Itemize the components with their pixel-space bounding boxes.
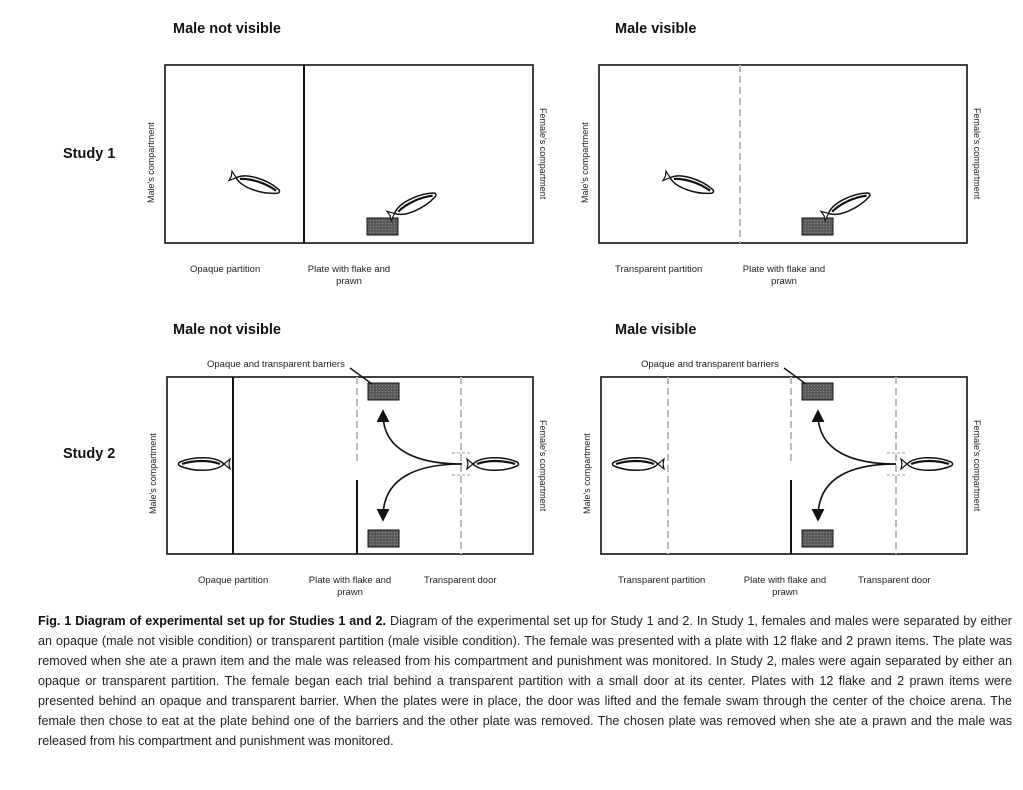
male-compartment-label: Male's compartment: [146, 122, 156, 203]
plate-icon-bottom: [367, 529, 400, 548]
plate-icon: [366, 217, 399, 236]
study2-panel-male-not-visible: Male's compartment Female's compartment …: [148, 359, 548, 598]
transparent-door-label: Transparent door: [424, 575, 497, 586]
caption-body: Diagram of the experimental set up for S…: [38, 614, 1012, 748]
transparent-partition-label: Transparent partition: [618, 575, 705, 586]
barrier-pointer-line: [783, 367, 807, 385]
tank-outline: [598, 64, 968, 244]
heading-study2-male-visible: Male visible: [615, 322, 696, 338]
female-fish-icon: [465, 456, 520, 472]
transparent-door-label: Transparent door: [858, 575, 931, 586]
plate-icon-top: [801, 382, 834, 401]
plate-icon-bottom: [801, 529, 834, 548]
tank-outline: [164, 64, 534, 244]
study1-panel-male-visible: Male's compartment Female's compartment …: [580, 64, 982, 287]
choice-arrow-up: [376, 409, 463, 465]
choice-arrow-down: [811, 463, 897, 522]
experimental-setup-diagram: Male not visible Male visible Male not v…: [63, 21, 982, 598]
barriers-label: Opaque and transparent barriers: [641, 359, 779, 370]
tank-outline: [600, 376, 968, 555]
male-compartment-label: Male's compartment: [580, 122, 590, 203]
barrier-pointer-line: [349, 367, 373, 385]
choice-arrow-down: [376, 463, 463, 522]
plate-label-line2: prawn: [772, 587, 798, 598]
female-compartment-label: Female's compartment: [538, 420, 548, 512]
transparent-partition-label: Transparent partition: [615, 264, 702, 275]
male-fish-icon: [661, 168, 717, 199]
study2-label: Study 2: [63, 446, 115, 462]
barriers-label: Opaque and transparent barriers: [207, 359, 345, 370]
plate-label-line2: prawn: [337, 587, 363, 598]
plate-icon-top: [367, 382, 400, 401]
heading-study2-male-not-visible: Male not visible: [173, 322, 281, 338]
caption-title: Fig. 1 Diagram of experimental set up fo…: [38, 614, 387, 628]
plate-label-line1: Plate with flake and: [309, 575, 391, 586]
heading-study1-male-visible: Male visible: [615, 21, 696, 37]
plate-label-line1: Plate with flake and: [743, 264, 825, 275]
plate-label-line2: prawn: [336, 276, 362, 287]
female-fish-icon: [899, 456, 954, 472]
plate-icon: [801, 217, 834, 236]
male-fish-icon: [611, 456, 666, 472]
male-compartment-label: Male's compartment: [582, 433, 592, 514]
male-fish-icon: [227, 168, 283, 199]
plate-label-line1: Plate with flake and: [744, 575, 826, 586]
opaque-partition-label: Opaque partition: [198, 575, 268, 586]
female-fish-icon: [819, 187, 874, 223]
study2-panel-male-visible: Male's compartment Female's compartment …: [582, 359, 982, 598]
male-fish-icon: [177, 456, 232, 472]
female-compartment-label: Female's compartment: [538, 108, 548, 200]
study1-panel-male-not-visible: Male's compartment Female's compartment …: [146, 64, 548, 287]
study1-label: Study 1: [63, 146, 115, 162]
choice-arrow-up: [811, 409, 897, 465]
female-compartment-label: Female's compartment: [972, 108, 982, 200]
plate-label-line1: Plate with flake and: [308, 264, 390, 275]
tank-outline: [166, 376, 534, 555]
plate-label-line2: prawn: [771, 276, 797, 287]
male-compartment-label: Male's compartment: [148, 433, 158, 514]
female-fish-icon: [385, 187, 440, 223]
figure-caption: Fig. 1 Diagram of experimental set up fo…: [38, 611, 1012, 751]
heading-study1-male-not-visible: Male not visible: [173, 21, 281, 37]
female-compartment-label: Female's compartment: [972, 420, 982, 512]
opaque-partition-label: Opaque partition: [190, 264, 260, 275]
